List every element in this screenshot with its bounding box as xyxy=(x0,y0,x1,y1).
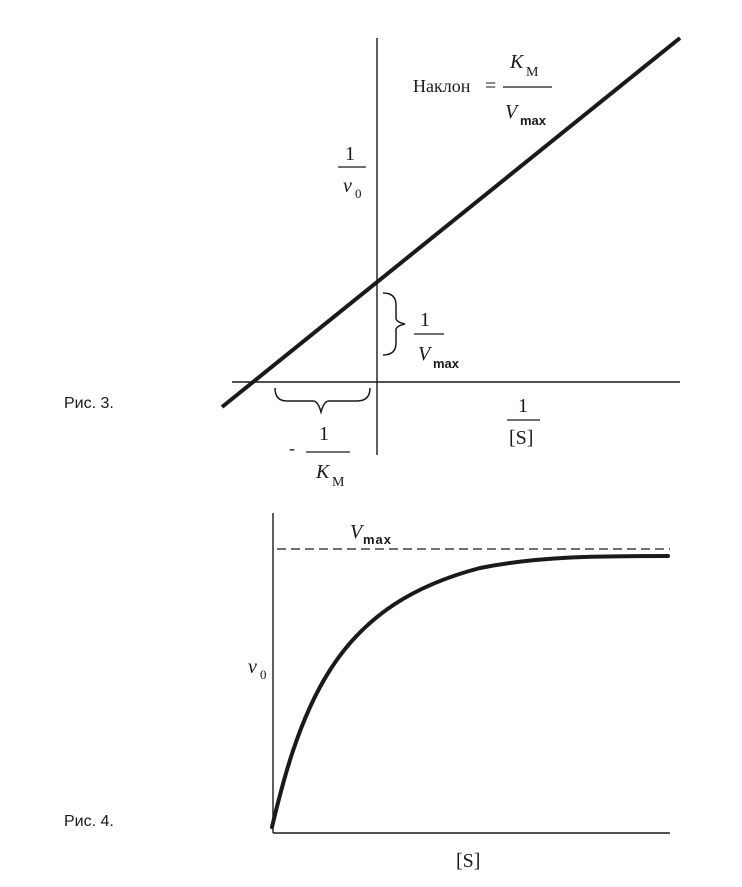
fig3-slope-equals: = xyxy=(485,75,496,97)
fig4-y-label: v xyxy=(248,656,257,678)
fig3-caption: Рис. 3. xyxy=(64,395,114,412)
fig3-x-label-denominator: [S] xyxy=(509,427,533,449)
fig3-x-intercept-minus: - xyxy=(289,438,295,458)
fig3-intercept-numerator: 1 xyxy=(420,309,430,331)
fig3-slope-denominator: V xyxy=(505,101,520,123)
fig3-slope-denominator-sub: max xyxy=(520,113,547,128)
fig3-x-label-numerator: 1 xyxy=(518,395,528,417)
fig3-x-intercept-numerator: 1 xyxy=(319,423,329,445)
fig4-vmax-label: V xyxy=(350,521,365,543)
fig4-caption: Рис. 4. xyxy=(64,813,114,830)
fig3-y-label-numerator: 1 xyxy=(345,143,355,165)
figure-4: V max v 0 [S] Рис. 4. xyxy=(64,513,670,872)
fig3-data-line xyxy=(220,36,682,409)
figure-3: Наклон = K M V max 1 v 0 1 V max 1 [S] -… xyxy=(64,36,682,490)
fig3-intercept-denominator-sub: max xyxy=(433,356,460,371)
fig4-x-label: [S] xyxy=(456,850,480,872)
fig3-slope-label: Наклон xyxy=(413,76,471,96)
fig4-y-label-sub: 0 xyxy=(260,667,267,682)
fig3-slope-numerator: K xyxy=(509,51,525,73)
fig4-vmax-label-sub: max xyxy=(363,532,392,547)
fig3-x-intercept-denominator: K xyxy=(315,461,331,483)
fig4-saturation-curve xyxy=(270,554,670,829)
fig3-x-intercept-denominator-sub: M xyxy=(332,475,345,490)
fig3-intercept-brace xyxy=(382,292,406,356)
fig3-x-intercept-brace xyxy=(274,387,371,415)
fig3-y-label-denominator: v xyxy=(343,175,352,197)
fig3-intercept-denominator: V xyxy=(418,343,433,365)
fig3-slope-numerator-sub: M xyxy=(526,65,539,80)
fig3-y-label-denominator-sub: 0 xyxy=(355,186,362,201)
